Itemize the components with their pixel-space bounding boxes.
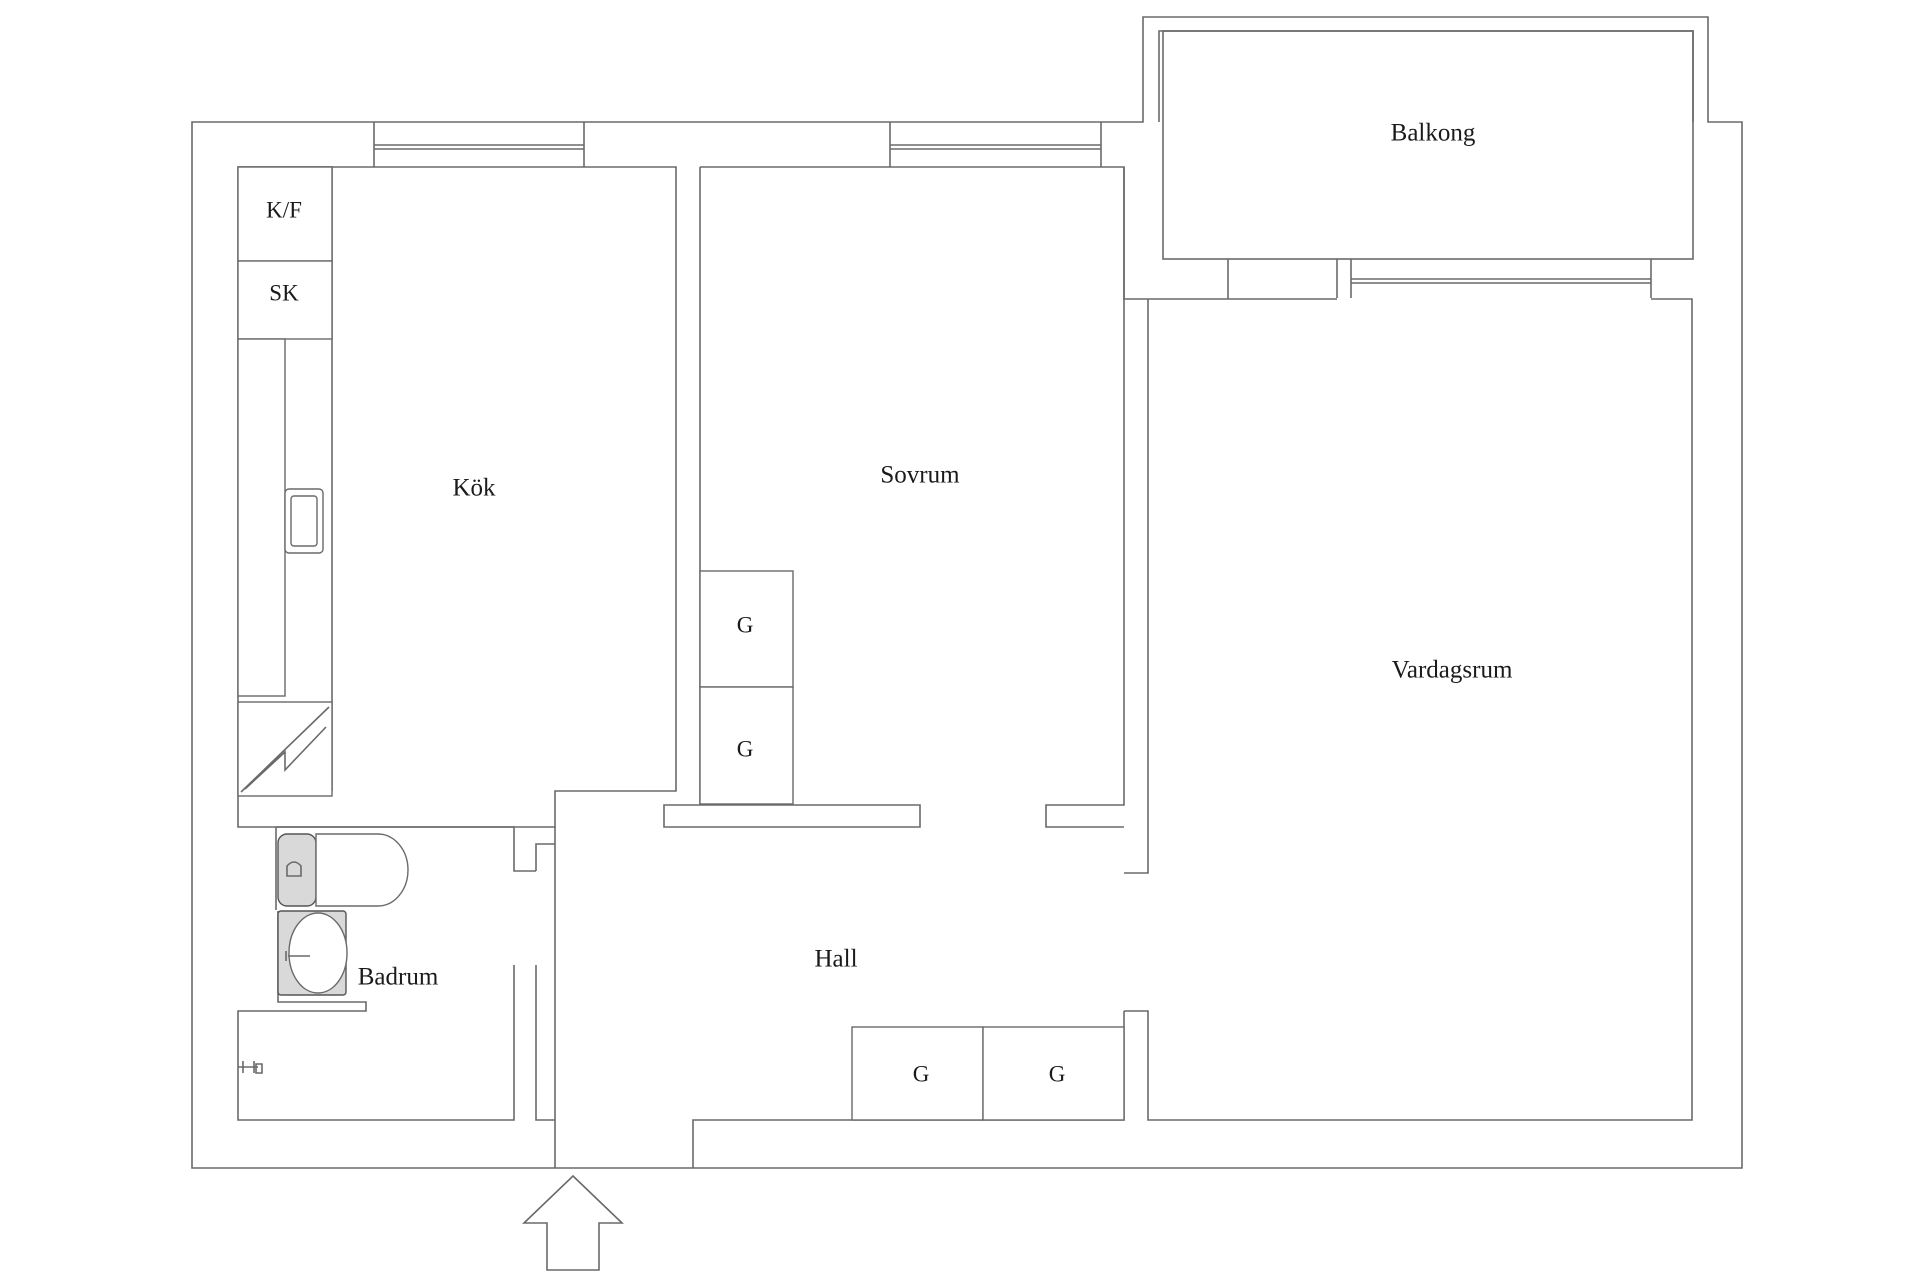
wash-basin-icon <box>277 910 348 996</box>
wardrobe-label-hall-1: G <box>913 1061 930 1086</box>
wardrobe-sovrum-2 <box>699 686 794 805</box>
entrance-arrow-icon <box>522 1174 624 1271</box>
bathroom-room <box>237 826 536 1121</box>
stove-icon <box>237 701 333 797</box>
fixture-label-sk: SK <box>269 280 299 305</box>
wardrobe-label-sovrum-2: G <box>737 736 754 761</box>
fixture-label-kf: K/F <box>266 197 302 222</box>
wardrobe-label-sovrum-1: G <box>737 612 754 637</box>
room-label-balkong: Balkong <box>1391 120 1476 147</box>
freezer-cabinet <box>237 260 333 340</box>
outer-walls <box>191 16 1743 1169</box>
wardrobe-label-hall-2: G <box>1049 1061 1066 1086</box>
windows <box>373 122 1652 298</box>
living-room <box>1123 167 1693 1121</box>
kitchen-room <box>237 166 677 828</box>
shower-icon <box>238 1061 263 1074</box>
hall-room <box>535 827 1125 1168</box>
bedroom-room <box>663 166 1125 828</box>
room-label-sovrum: Sovrum <box>880 462 960 489</box>
room-label-badrum: Badrum <box>358 964 439 991</box>
fridge-freezer <box>237 166 333 262</box>
room-label-hall: Hall <box>814 946 857 973</box>
room-label-kok: Kök <box>452 475 496 502</box>
wardrobe-sovrum-1 <box>699 570 794 688</box>
room-label-vardagsrum: Vardagsrum <box>1392 657 1513 684</box>
wardrobe-hall-2 <box>982 1026 1125 1121</box>
toilet-icon <box>277 833 409 907</box>
kitchen-counter <box>237 338 286 697</box>
kitchen-sink-icon <box>284 488 324 554</box>
